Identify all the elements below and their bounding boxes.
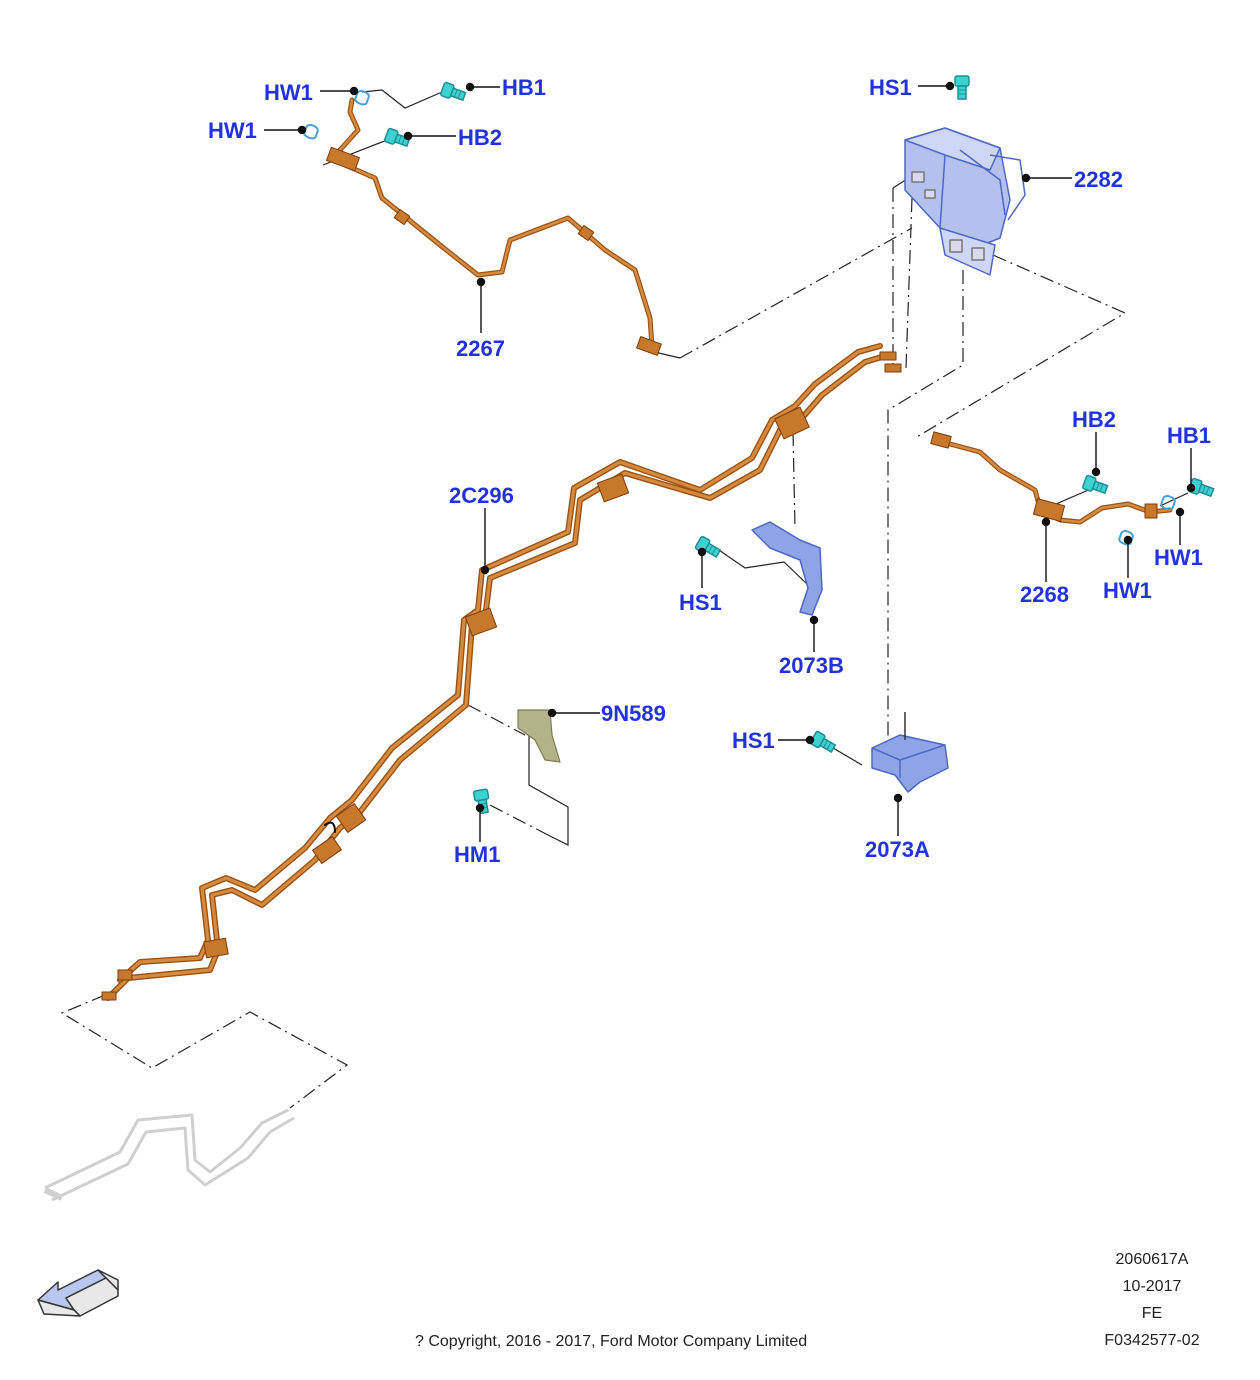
- label-hb2: HB2: [1072, 407, 1116, 432]
- ghost-pipes: [43, 1108, 295, 1202]
- copyright-notice: ? Copyright, 2016 - 2017, Ford Motor Com…: [415, 1333, 808, 1350]
- callout-labels: HW1 HB1 HW1 HB2 2267 HS1 2282 2C296 HB2 …: [208, 75, 1211, 867]
- bolt-icon: [809, 730, 838, 756]
- label-hw1: HW1: [264, 80, 313, 105]
- label-9n589: 9N589: [601, 701, 666, 726]
- bolt-icon: [694, 535, 723, 561]
- label-hb1: HB1: [1167, 423, 1211, 448]
- direction-arrow-icon: [37, 1269, 119, 1317]
- diagram-code: 2060617A: [1115, 1251, 1189, 1268]
- diagram-reference: F0342577-02: [1104, 1332, 1200, 1349]
- label-hs1: HS1: [869, 75, 912, 100]
- assembly-guide-lines: [60, 188, 1127, 1109]
- brake-pipe-2267: [326, 97, 662, 356]
- label-2073b: 2073B: [779, 653, 844, 678]
- diagram-region: FE: [1141, 1305, 1163, 1322]
- label-2268: 2268: [1020, 582, 1069, 607]
- label-hb2: HB2: [458, 125, 502, 150]
- label-hw1: HW1: [1103, 578, 1152, 603]
- bolt-icon: [954, 75, 970, 100]
- label-hw1: HW1: [1154, 545, 1203, 570]
- label-hs1: HS1: [679, 590, 722, 615]
- diagram-date: 10-2017: [1122, 1278, 1182, 1295]
- bolt-icon: [439, 81, 468, 104]
- bracket-9n589: [517, 709, 561, 763]
- bracket-2073b: [751, 521, 823, 616]
- label-2073a: 2073A: [865, 837, 930, 862]
- hcu-bracket-2282: [904, 127, 1026, 276]
- label-hs1: HS1: [732, 728, 775, 753]
- callout-leaders: [264, 81, 1196, 842]
- brake-pipe-2c296: [101, 343, 902, 1001]
- bolt-icon: [1081, 474, 1110, 497]
- label-hm1: HM1: [454, 842, 500, 867]
- label-2282: 2282: [1074, 167, 1123, 192]
- label-2c296: 2C296: [449, 483, 514, 508]
- label-2267: 2267: [456, 336, 505, 361]
- label-hb1: HB1: [502, 75, 546, 100]
- brake-pipe-2268: [930, 431, 1173, 525]
- label-hw1: HW1: [208, 118, 257, 143]
- bracket-2073a: [871, 712, 949, 793]
